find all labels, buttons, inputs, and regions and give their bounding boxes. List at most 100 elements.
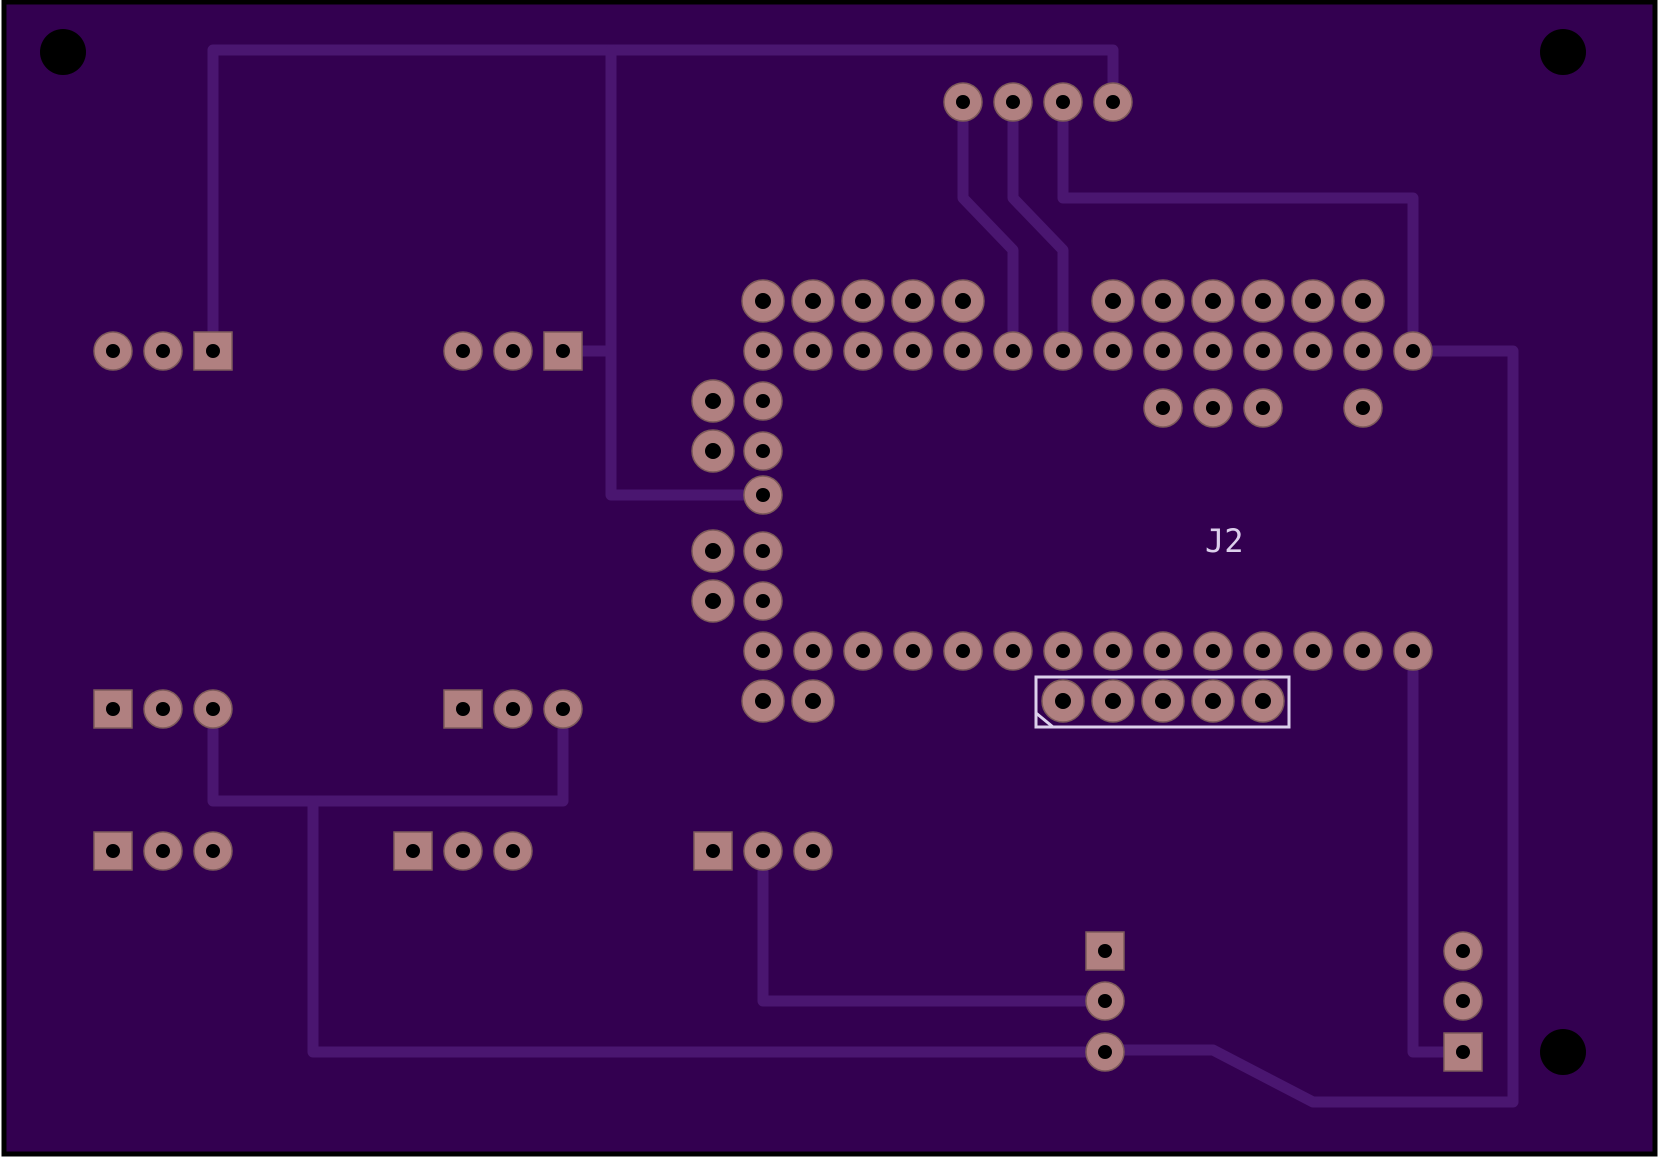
pin1-marker: [1035, 711, 1054, 729]
drill-hole: [705, 543, 721, 559]
drill-hole: [1056, 95, 1070, 109]
drill-hole: [1406, 644, 1420, 658]
drill-hole: [856, 644, 870, 658]
drill-hole: [856, 344, 870, 358]
drill-hole: [705, 593, 721, 609]
drill-hole: [456, 344, 470, 358]
drill-hole: [1098, 944, 1112, 958]
drill-hole: [1406, 344, 1420, 358]
drill-hole: [506, 344, 520, 358]
drill-hole: [1155, 293, 1171, 309]
drill-hole: [1456, 994, 1470, 1008]
connector-label: J2: [1205, 522, 1244, 560]
trace: [1057, 96, 1419, 357]
drill-hole: [756, 844, 770, 858]
drill-hole: [1356, 644, 1370, 658]
drill-hole: [106, 344, 120, 358]
drill-hole: [1456, 1045, 1470, 1059]
drill-hole: [1055, 693, 1071, 709]
drill-hole: [806, 644, 820, 658]
drill-hole: [705, 443, 721, 459]
drill-hole: [106, 702, 120, 716]
square-pad: [193, 331, 233, 371]
drill-hole: [1256, 401, 1270, 415]
trace: [757, 845, 1111, 1007]
trace: [957, 96, 1019, 357]
drill-hole: [1105, 293, 1121, 309]
trace: [1007, 96, 1069, 357]
drill-hole: [756, 594, 770, 608]
drill-hole: [955, 293, 971, 309]
drill-hole: [905, 293, 921, 309]
drill-hole: [1206, 344, 1220, 358]
drill-hole: [156, 702, 170, 716]
drill-hole: [956, 95, 970, 109]
drill-hole: [1105, 693, 1121, 709]
mounting-hole: [1540, 29, 1586, 75]
drill-hole: [1256, 644, 1270, 658]
drill-hole: [556, 344, 570, 358]
trace: [307, 795, 1111, 1058]
drill-hole: [1156, 344, 1170, 358]
drill-hole: [1256, 344, 1270, 358]
drill-hole: [855, 293, 871, 309]
silkscreen-layer: [1034, 675, 1291, 729]
drill-hole: [1355, 293, 1371, 309]
trace: [1099, 345, 1519, 1108]
drill-hole: [1006, 95, 1020, 109]
drill-hole: [1356, 401, 1370, 415]
drill-hole: [206, 344, 220, 358]
drill-hole: [1306, 644, 1320, 658]
drill-hole: [1306, 344, 1320, 358]
drill-hole: [1205, 293, 1221, 309]
drill-hole: [1106, 644, 1120, 658]
drill-hole: [1006, 344, 1020, 358]
drill-hole: [1255, 693, 1271, 709]
drill-hole: [756, 344, 770, 358]
drill-hole: [756, 394, 770, 408]
drill-hole: [756, 644, 770, 658]
drill-hole: [406, 844, 420, 858]
drill-hole: [506, 702, 520, 716]
mounting-hole: [1540, 1029, 1586, 1075]
drill-hole: [1156, 644, 1170, 658]
drill-hole: [806, 844, 820, 858]
drill-hole: [806, 344, 820, 358]
drill-hole: [206, 844, 220, 858]
trace: [207, 44, 1119, 357]
drill-hole: [1106, 95, 1120, 109]
drill-hole: [1098, 1045, 1112, 1059]
trace: [207, 703, 569, 807]
drill-hole: [805, 293, 821, 309]
drill-hole: [906, 344, 920, 358]
square-pad: [693, 831, 733, 871]
silkscreen-outline: [1034, 675, 1291, 729]
drill-hole: [906, 644, 920, 658]
drill-hole: [1356, 344, 1370, 358]
drill-hole: [556, 702, 570, 716]
drill-hole: [805, 693, 821, 709]
component-pads: [93, 82, 1483, 1072]
drill-hole: [755, 693, 771, 709]
drill-hole: [1206, 644, 1220, 658]
drill-hole: [1206, 401, 1220, 415]
drill-hole: [755, 293, 771, 309]
drill-hole: [1205, 693, 1221, 709]
drill-hole: [706, 844, 720, 858]
drill-hole: [956, 644, 970, 658]
drill-hole: [705, 393, 721, 409]
drill-hole: [756, 488, 770, 502]
mounting-hole: [40, 29, 86, 75]
drill-hole: [1056, 344, 1070, 358]
drill-hole: [206, 702, 220, 716]
drill-hole: [756, 544, 770, 558]
drill-hole: [156, 844, 170, 858]
drill-hole: [156, 344, 170, 358]
drill-hole: [1006, 644, 1020, 658]
drill-hole: [1056, 644, 1070, 658]
drill-hole: [1255, 293, 1271, 309]
drill-hole: [1098, 994, 1112, 1008]
